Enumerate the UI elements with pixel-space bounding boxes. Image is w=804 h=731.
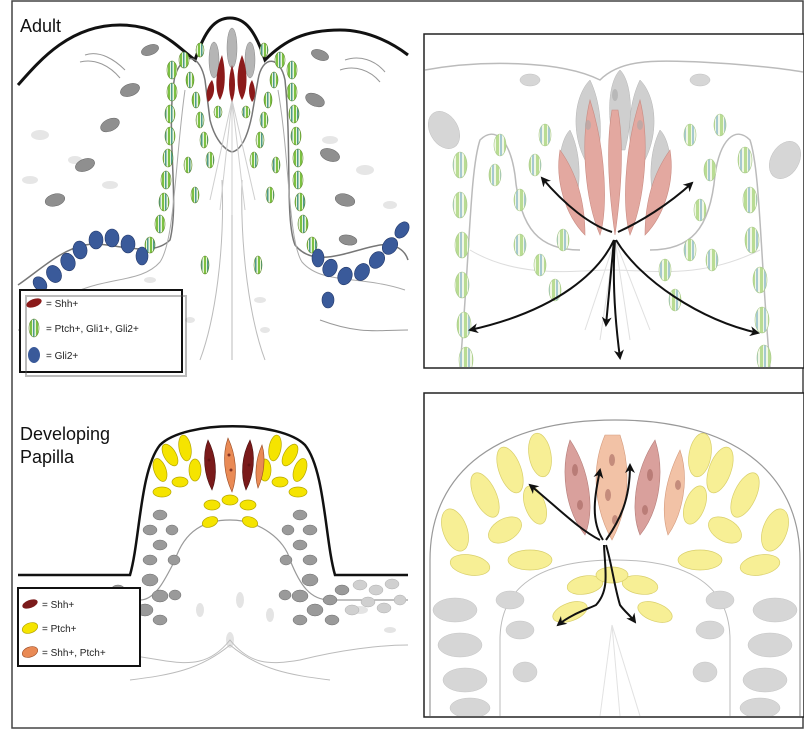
adult-zoom-panel xyxy=(422,34,804,373)
adult-panel: Adult = Shh+ = Ptch+, Gli1+, Gli2+ = Gli… xyxy=(18,16,412,376)
adult-title: Adult xyxy=(20,16,61,36)
adult-legend-ptch-label: = Ptch+, Gli1+, Gli2+ xyxy=(46,324,139,335)
developing-title-line1: Developing xyxy=(20,424,110,444)
developing-legend-shh-ptch-label: = Shh+, Ptch+ xyxy=(42,648,106,659)
developing-legend: = Shh+ = Ptch+ = Shh+, Ptch+ xyxy=(18,588,140,666)
developing-zoom-panel xyxy=(424,393,804,718)
developing-gray-cells xyxy=(111,510,349,625)
ptch-gli-swatch-icon xyxy=(29,319,39,337)
gli2-swatch-icon xyxy=(28,347,40,363)
developing-light-gray-cells xyxy=(345,579,406,615)
developing-legend-shh-label: = Shh+ xyxy=(42,600,74,611)
developing-panel: Developing Papilla = Shh+ = Ptch+ = Shh+… xyxy=(18,424,408,680)
adult-legend-shh-label: = Shh+ xyxy=(46,299,78,310)
adult-legend: = Shh+ = Ptch+, Gli1+, Gli2+ = Gli2+ xyxy=(20,290,186,376)
developing-legend-ptch-label: = Ptch+ xyxy=(42,624,77,635)
adult-legend-gli2-label: = Gli2+ xyxy=(46,351,78,362)
developing-title-line2: Papilla xyxy=(20,447,75,467)
